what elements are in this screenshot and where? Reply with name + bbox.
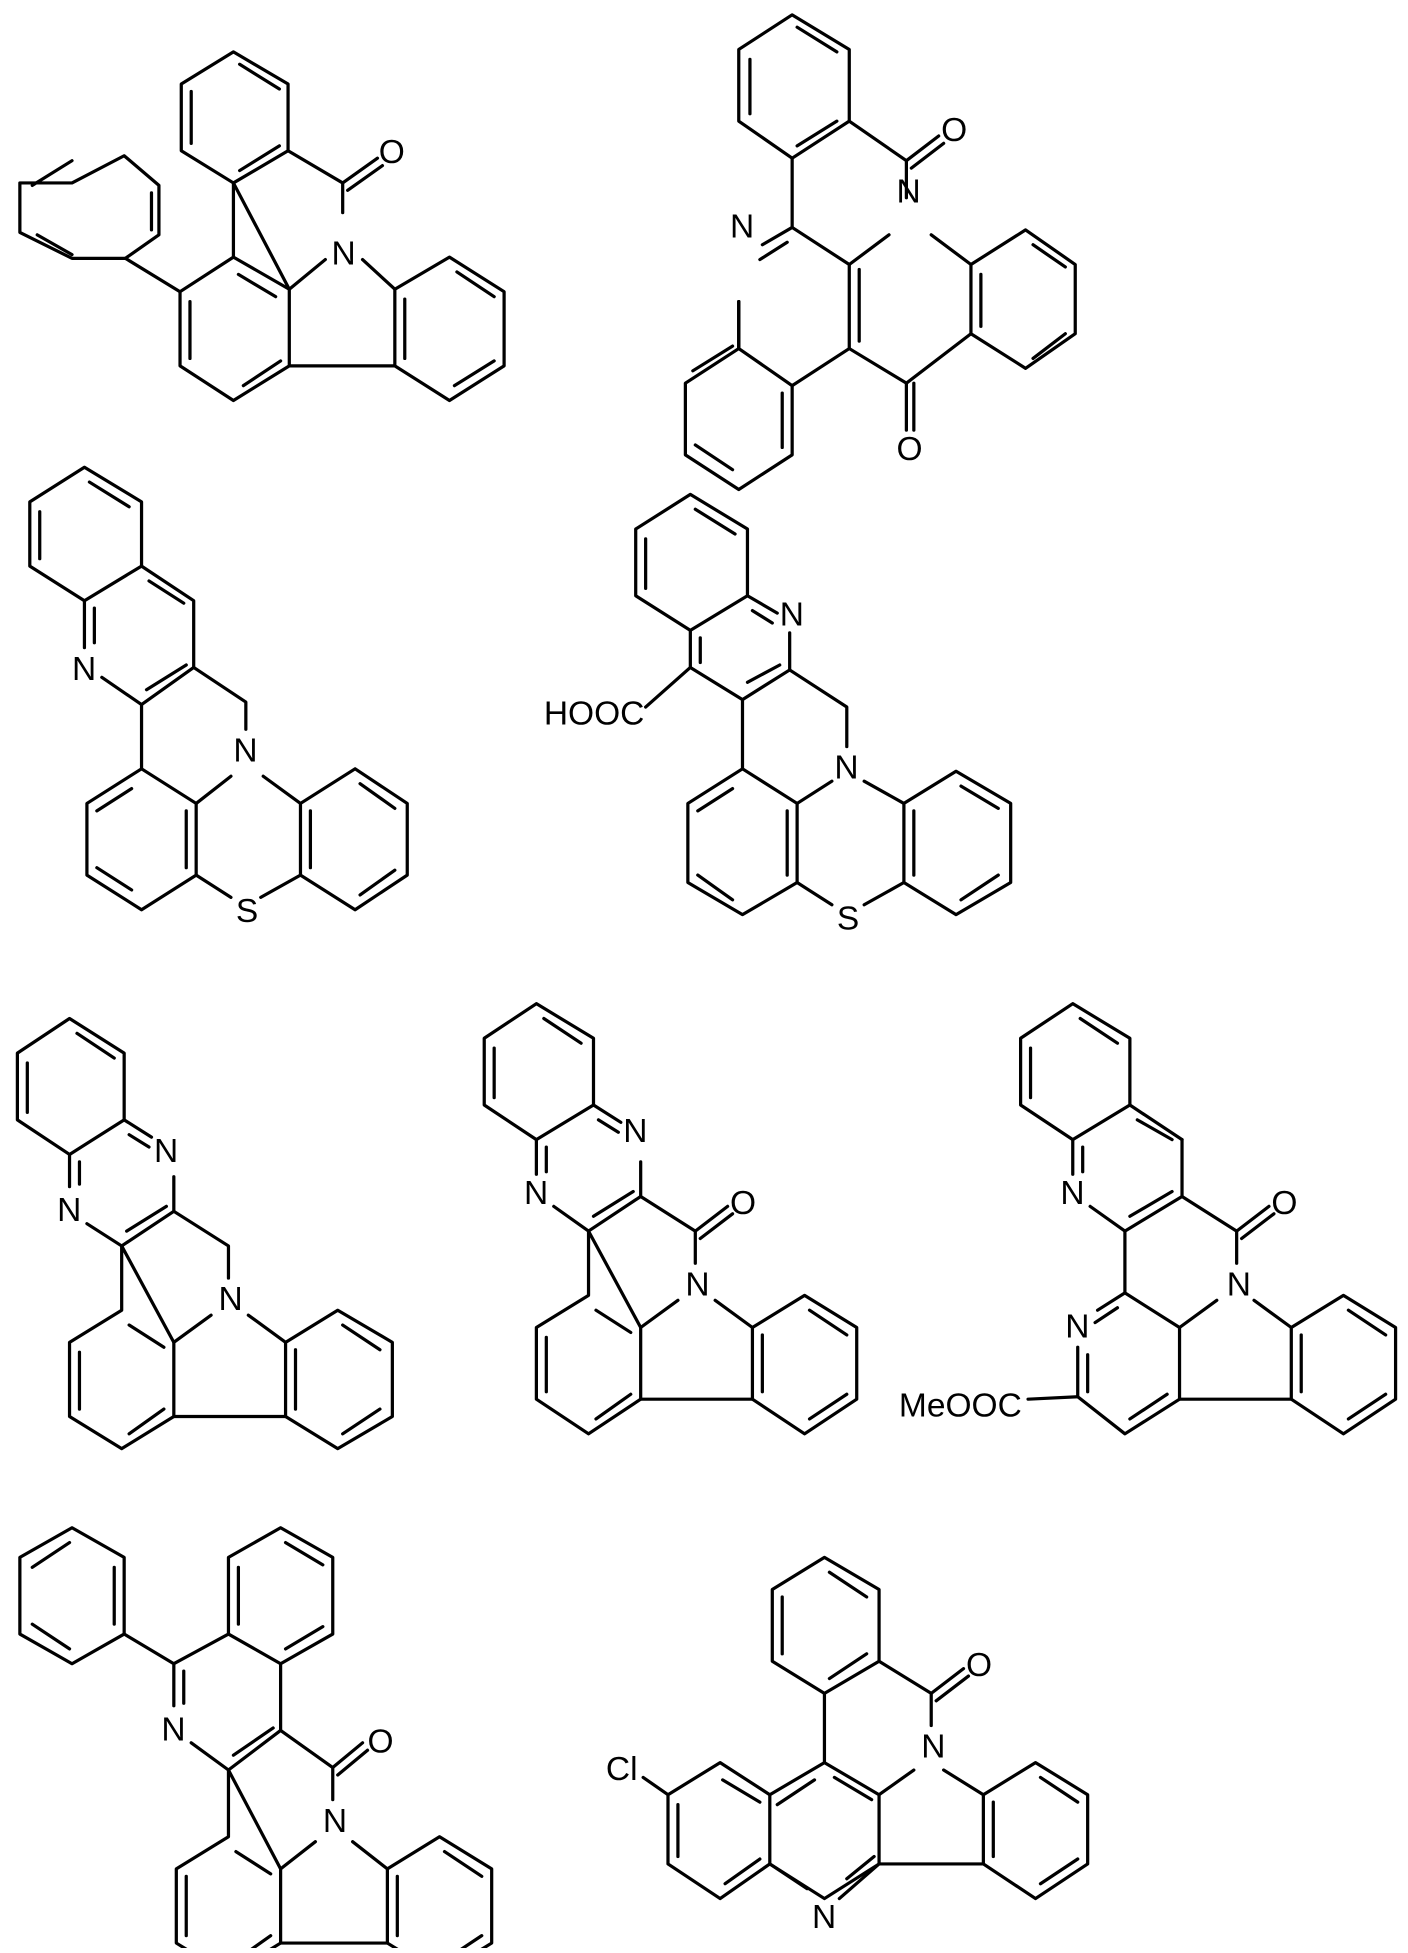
sulfur-label: S (837, 901, 859, 938)
oxygen-label-bottom: O (896, 431, 922, 468)
oxygen-label-top: O (941, 112, 967, 149)
hooc-label: HOOC (544, 695, 645, 732)
nitrogen-label-phenothiazine: N (233, 732, 257, 769)
molecule-9: O N Cl N (606, 1555, 1090, 1936)
oxygen-label: O (368, 1724, 394, 1761)
molecule-7: N O N N MeOOC (899, 1002, 1398, 1436)
sulfur-label: S (236, 893, 258, 930)
molecule-4: N HOOC N S (544, 492, 1013, 938)
nitrogen-label-isoquinoline: N (161, 1711, 185, 1748)
molecule-1: O N (18, 50, 506, 403)
molecule-2: O N N O (683, 13, 1077, 492)
oxygen-label: O (730, 1185, 756, 1222)
molecule-8: N O N (18, 1526, 494, 1953)
nitrogen-label-indole: N (921, 1729, 945, 1766)
nitrogen-label-quinoline: N (780, 597, 804, 634)
oxygen-label: O (1271, 1185, 1297, 1222)
molecule-5: N N N (15, 1016, 394, 1451)
nitrogen-label-a: N (1060, 1175, 1084, 1212)
nitrogen-label-carbazole: N (219, 1281, 243, 1318)
nitrogen-label: N (332, 236, 356, 273)
molecule-6: N N O N (482, 1002, 859, 1436)
nitrogen-label-a: N (154, 1133, 178, 1170)
oxygen-label: O (966, 1647, 992, 1684)
chlorine-label: Cl (606, 1751, 638, 1788)
nitrogen-label-carbazole: N (323, 1803, 347, 1840)
nitrogen-label-acridine: N (812, 1899, 836, 1936)
nitrogen-label-carbazole: N (1227, 1266, 1251, 1303)
oxygen-label: O (379, 134, 405, 171)
nitrogen-label-left: N (730, 208, 754, 245)
molecule-3: N N S (28, 465, 409, 930)
nitrogen-label-pyridine: N (72, 651, 96, 688)
nitrogen-label-carbazole: N (685, 1266, 709, 1303)
meooc-label: MeOOC (899, 1388, 1022, 1425)
nitrogen-label-center: N (896, 174, 920, 211)
nitrogen-label-b: N (57, 1192, 81, 1229)
nitrogen-label-a: N (623, 1113, 647, 1150)
nitrogen-label-phenothiazine: N (834, 750, 858, 787)
nitrogen-label-b: N (1065, 1308, 1089, 1345)
nitrogen-label-b: N (524, 1175, 548, 1212)
